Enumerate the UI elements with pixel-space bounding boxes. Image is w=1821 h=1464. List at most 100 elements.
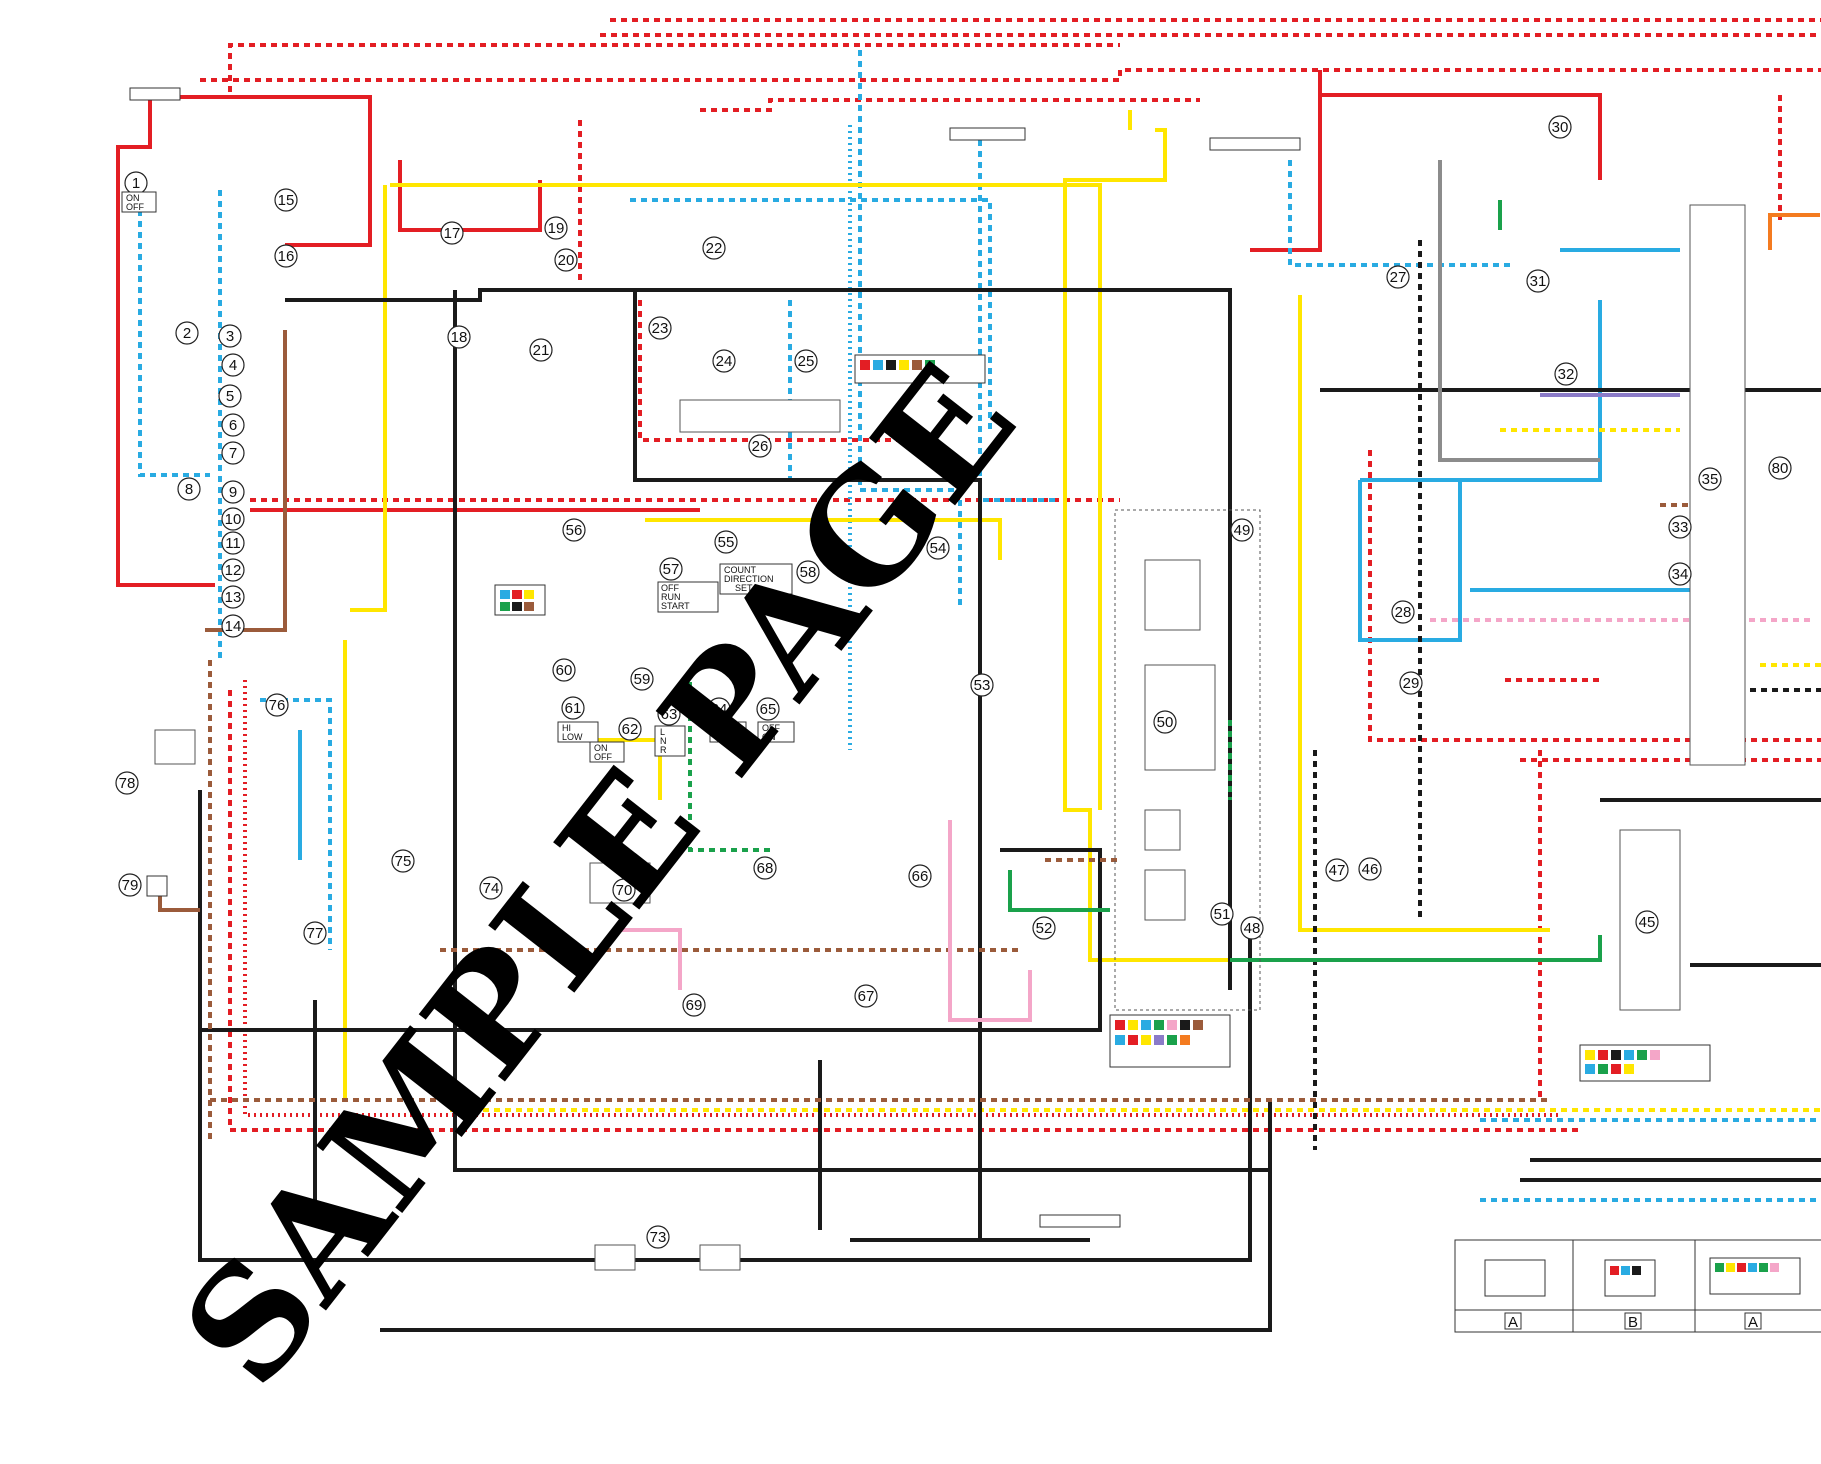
component-number: 9 <box>229 484 237 501</box>
component-callout-28: 28 <box>1391 600 1415 624</box>
component-number: 4 <box>229 357 237 374</box>
component-number: 56 <box>566 522 583 539</box>
component-number: 76 <box>269 697 286 714</box>
component-number: 59 <box>634 671 651 688</box>
component-number: 14 <box>225 618 242 635</box>
legend-col-a-1: A <box>1508 1314 1518 1331</box>
component-callout-74: 74 <box>479 876 503 900</box>
component-number: 79 <box>122 877 139 894</box>
component-number: 52 <box>1036 920 1053 937</box>
component-callout-13: 13 <box>221 585 245 609</box>
component-callout-54: 54 <box>926 536 950 560</box>
switch-64-on-label: ON <box>714 723 728 733</box>
component-number: 3 <box>226 328 234 345</box>
component-callout-12: 12 <box>221 558 245 582</box>
component-callout-32: 32 <box>1554 362 1578 386</box>
switch-58-count-label: COUNT <box>724 565 756 575</box>
component-callout-65: 65 <box>756 697 780 721</box>
component-number: 28 <box>1395 604 1412 621</box>
component-callout-67: 67 <box>854 984 878 1008</box>
component-callout-62: 62 <box>618 717 642 741</box>
component-number: 27 <box>1390 269 1407 286</box>
connector-blocks <box>129 87 1746 1271</box>
component-callout-48: 48 <box>1240 916 1264 940</box>
component-callout-1: 1 <box>124 171 148 195</box>
component-number: 75 <box>395 853 412 870</box>
switch-63-l-label: L <box>660 727 665 737</box>
component-callout-77: 77 <box>303 921 327 945</box>
component-number: 70 <box>616 882 633 899</box>
component-number: 74 <box>483 880 500 897</box>
component-number: 50 <box>1157 714 1174 731</box>
component-number: 20 <box>558 252 575 269</box>
component-callout-57: 57 <box>659 557 683 581</box>
component-callout-11: 11 <box>221 531 245 555</box>
component-number: 12 <box>225 562 242 579</box>
component-callout-52: 52 <box>1032 916 1056 940</box>
component-callout-31: 31 <box>1526 269 1550 293</box>
component-callout-34: 34 <box>1668 562 1692 586</box>
component-number: 61 <box>565 700 582 717</box>
component-callout-29: 29 <box>1399 671 1423 695</box>
component-number: 17 <box>444 225 461 242</box>
component-callout-30: 30 <box>1548 115 1572 139</box>
component-number: 31 <box>1530 273 1547 290</box>
component-callout-63: 63 <box>657 702 681 726</box>
component-number: 46 <box>1362 861 1379 878</box>
component-number: 8 <box>185 481 193 498</box>
component-number: 34 <box>1672 566 1689 583</box>
switch-63-n-label: N <box>660 736 667 746</box>
component-callout-69: 69 <box>682 993 706 1017</box>
component-number: 66 <box>912 868 929 885</box>
component-number: 25 <box>798 353 815 370</box>
component-number: 48 <box>1244 920 1261 937</box>
component-callout-35: 35 <box>1698 467 1722 491</box>
component-callout-10: 10 <box>221 507 245 531</box>
component-callout-45: 45 <box>1635 910 1659 934</box>
component-callout-76: 76 <box>265 693 289 717</box>
component-number: 80 <box>1772 460 1789 477</box>
component-number: 19 <box>548 220 565 237</box>
component-number: 24 <box>716 353 733 370</box>
component-callout-70: 70 <box>612 878 636 902</box>
component-number: 63 <box>661 706 678 723</box>
component-callout-58: 58 <box>796 560 820 584</box>
component-number: 7 <box>229 445 237 462</box>
component-number: 11 <box>225 535 241 552</box>
component-callout-78: 78 <box>115 771 139 795</box>
component-callout-59: 59 <box>630 667 654 691</box>
component-number: 60 <box>556 662 573 679</box>
switch-57-start-label: START <box>661 601 690 611</box>
switch-62-on-label: ON <box>594 743 608 753</box>
component-number: 35 <box>1702 471 1719 488</box>
component-callout-22: 22 <box>702 236 726 260</box>
component-callout-5: 5 <box>218 384 242 408</box>
component-number: 2 <box>183 325 191 342</box>
component-number: 54 <box>930 540 947 557</box>
component-callout-18: 18 <box>447 325 471 349</box>
component-number: 58 <box>800 564 817 581</box>
component-number: 57 <box>663 561 680 578</box>
component-number: 64 <box>711 701 728 718</box>
switch-64-off-label: OFF <box>714 732 732 742</box>
component-callout-60: 60 <box>552 658 576 682</box>
component-number: 33 <box>1672 519 1689 536</box>
switch-65-on-label: ON <box>762 732 776 742</box>
component-number: 77 <box>307 925 324 942</box>
component-callout-66: 66 <box>908 864 932 888</box>
component-number: 29 <box>1403 675 1420 692</box>
legend-col-a-2: A <box>1748 1314 1758 1331</box>
switch-61-low-label: LOW <box>562 732 583 742</box>
switch-61-hi-label: HI <box>562 723 571 733</box>
component-callout-8: 8 <box>177 477 201 501</box>
component-number: 47 <box>1329 862 1346 879</box>
switch-57-run-label: RUN <box>661 592 681 602</box>
component-number: 13 <box>225 589 242 606</box>
component-callout-3: 3 <box>218 324 242 348</box>
component-number: 49 <box>1234 522 1251 539</box>
component-callout-33: 33 <box>1668 515 1692 539</box>
component-number: 21 <box>533 342 550 359</box>
component-number: 6 <box>229 417 237 434</box>
